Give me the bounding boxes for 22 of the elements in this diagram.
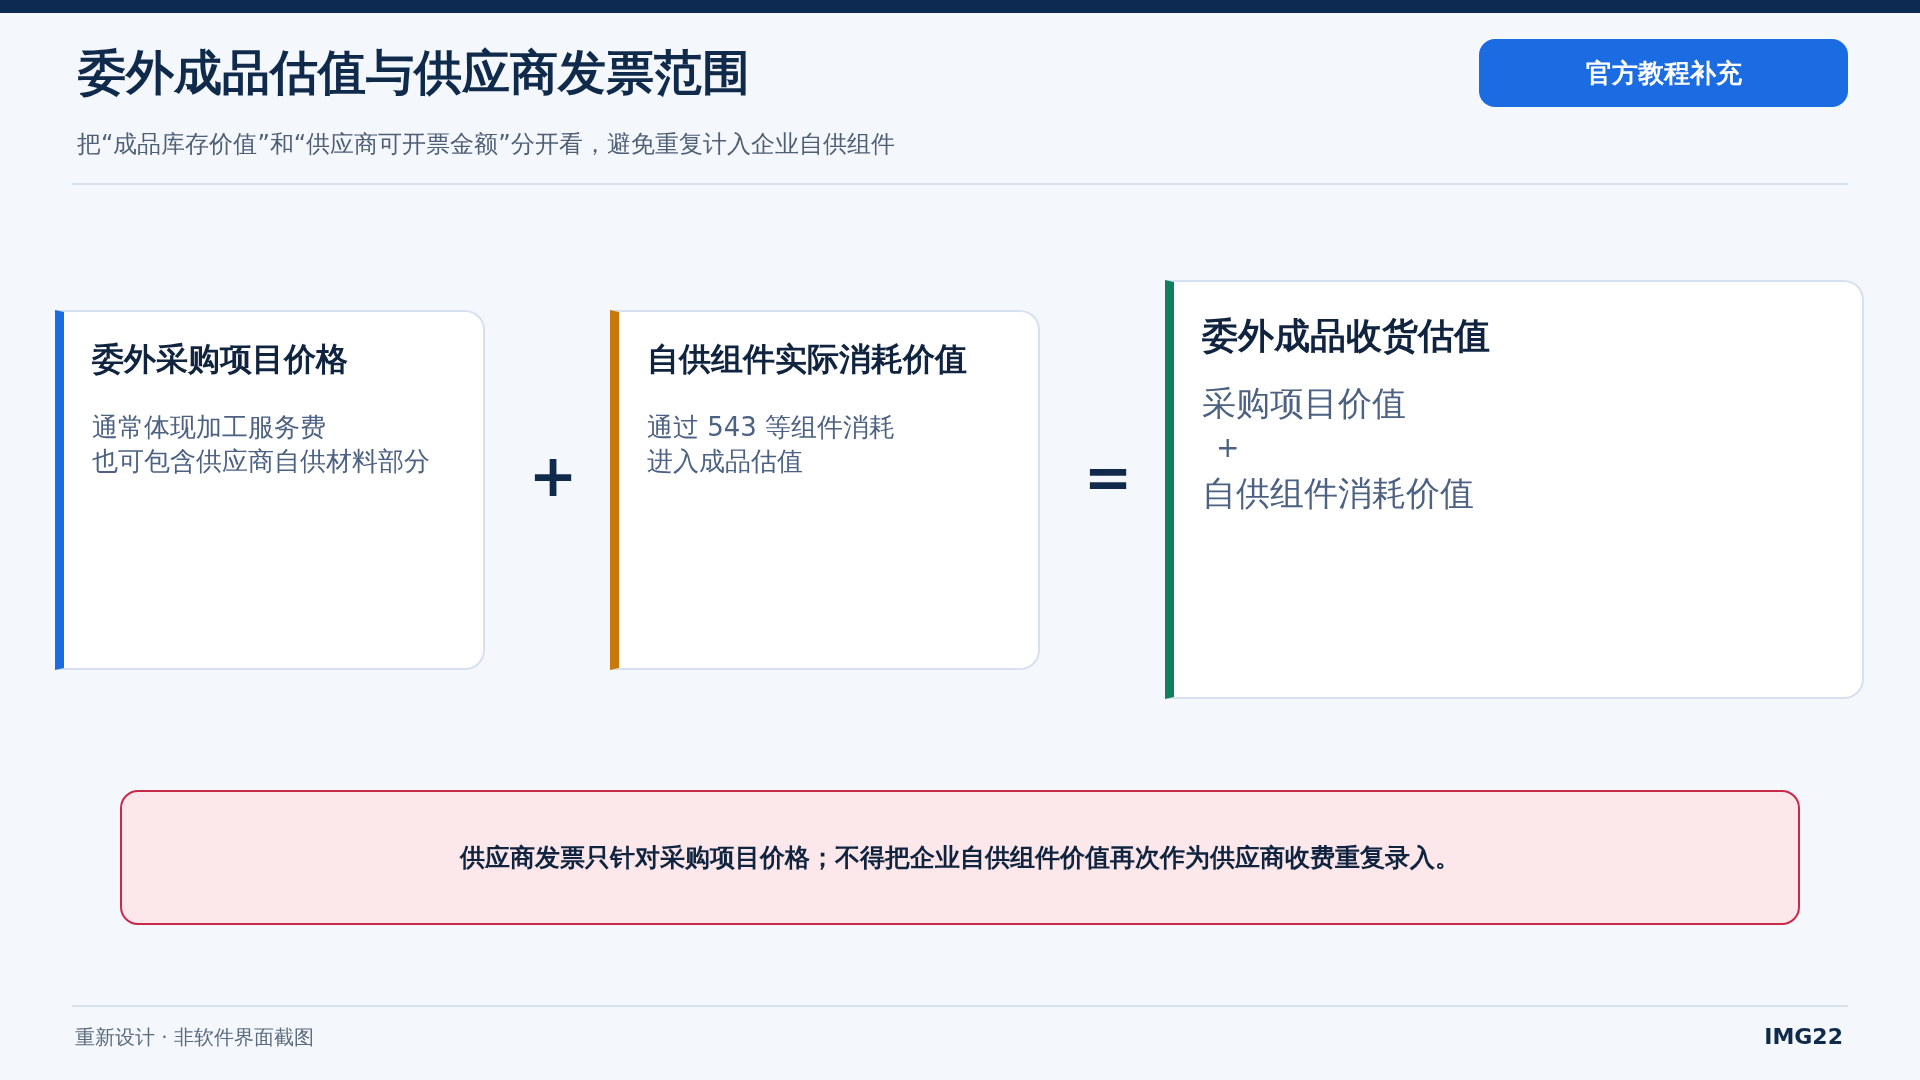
info-card [1165, 280, 1864, 699]
page-title: 委外成品估值与供应商发票范围 [78, 43, 750, 102]
warning-box [120, 790, 1800, 925]
card-text: 通常体现加工服务费 [92, 411, 326, 444]
subtitle: 把“成品库存价值”和“供应商可开票金额”分开看，避免重复计入企业自供组件 [77, 129, 895, 160]
plus-operator: + [528, 447, 578, 505]
image-code: IMG22 [1764, 1023, 1843, 1051]
card-text: 进入成品估值 [647, 445, 803, 478]
footer-note: 重新设计 · 非软件界面截图 [75, 1024, 315, 1051]
card-heading: 委外采购项目价格 [92, 339, 348, 380]
tutorial-button: 官方教程补充 [1479, 39, 1848, 107]
plus-sign: + [1215, 430, 1240, 466]
card-text: 也可包含供应商自供材料部分 [92, 445, 430, 478]
card-text: 自供组件消耗价值 [1202, 472, 1474, 515]
info-card [55, 310, 485, 670]
warning-text: 供应商发票只针对采购项目价格；不得把企业自供组件价值再次作为供应商收费重复录入。 [460, 841, 1460, 874]
equals-operator: = [1083, 448, 1133, 506]
card-heading: 自供组件实际消耗价值 [647, 339, 967, 380]
card-text: 采购项目价值 [1202, 382, 1406, 425]
card-text: 通过 543 等组件消耗 [647, 411, 896, 444]
info-card [610, 310, 1040, 670]
card-heading: 委外成品收货估值 [1202, 314, 1490, 358]
